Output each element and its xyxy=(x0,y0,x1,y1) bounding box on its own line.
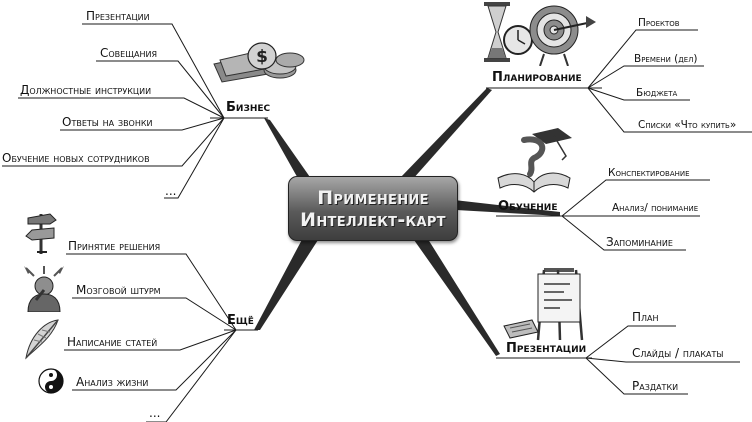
business-item-1: Презентации xyxy=(86,9,150,23)
planning-item-1: Проектов xyxy=(638,17,680,29)
planning-item-4: Списки «Что купить» xyxy=(638,119,737,131)
business-item-6: ... xyxy=(165,184,177,198)
planning-item-3: Бюджета xyxy=(636,87,678,99)
branch-presentations xyxy=(414,236,500,356)
more-item-5: ... xyxy=(149,406,161,420)
money-icon: $ xyxy=(213,42,305,83)
branch-label-planning: Планирование xyxy=(492,70,582,85)
branch-learning xyxy=(454,200,560,216)
business-item-2: Совещания xyxy=(100,46,157,60)
yin-yang-icon xyxy=(38,368,64,394)
branch-label-business: Бизнес xyxy=(226,100,271,115)
business-item-4: Ответы на звонки xyxy=(62,115,153,129)
branch-business xyxy=(264,118,312,182)
branch-label-presentations: Презентации xyxy=(506,341,587,356)
svg-text:$: $ xyxy=(256,47,268,67)
learning-item-1: Конспектирование xyxy=(608,167,690,179)
branch-label-learning: Обучение xyxy=(498,199,558,214)
branch-planning xyxy=(400,88,492,180)
center-title-line1: Применение xyxy=(317,186,429,209)
book-icon xyxy=(497,128,572,193)
more-item-2: Мозговой штурм xyxy=(76,283,161,297)
business-item-5: Обучение новых сотрудников xyxy=(2,151,150,165)
business-item-3: Должностные инструкции xyxy=(20,83,152,97)
hourglass-target-icon xyxy=(484,2,596,66)
learning-item-3: Запоминание xyxy=(606,235,673,249)
presentations-item-3: Раздатки xyxy=(632,379,679,393)
branch-label-more: Ещё xyxy=(227,313,254,328)
center-node: Применение Интеллект-карт xyxy=(288,176,458,241)
more-item-1: Принятие решения xyxy=(68,239,161,253)
signpost-icon xyxy=(25,213,57,254)
planning-item-2: Времени (дел) xyxy=(634,53,698,65)
easel-icon xyxy=(503,268,584,341)
quill-icon xyxy=(25,319,59,360)
center-title-line2: Интеллект-карт xyxy=(300,208,446,231)
more-item-3: Написание статей xyxy=(67,335,158,349)
presentations-item-2: Слайды / плакаты xyxy=(632,346,724,360)
presentations-item-1: План xyxy=(632,310,659,324)
thinker-icon xyxy=(24,266,64,312)
learning-item-2: Анализ/ понимание xyxy=(612,202,699,214)
branch-more xyxy=(254,232,318,330)
more-item-4: Анализ жизни xyxy=(76,375,149,389)
